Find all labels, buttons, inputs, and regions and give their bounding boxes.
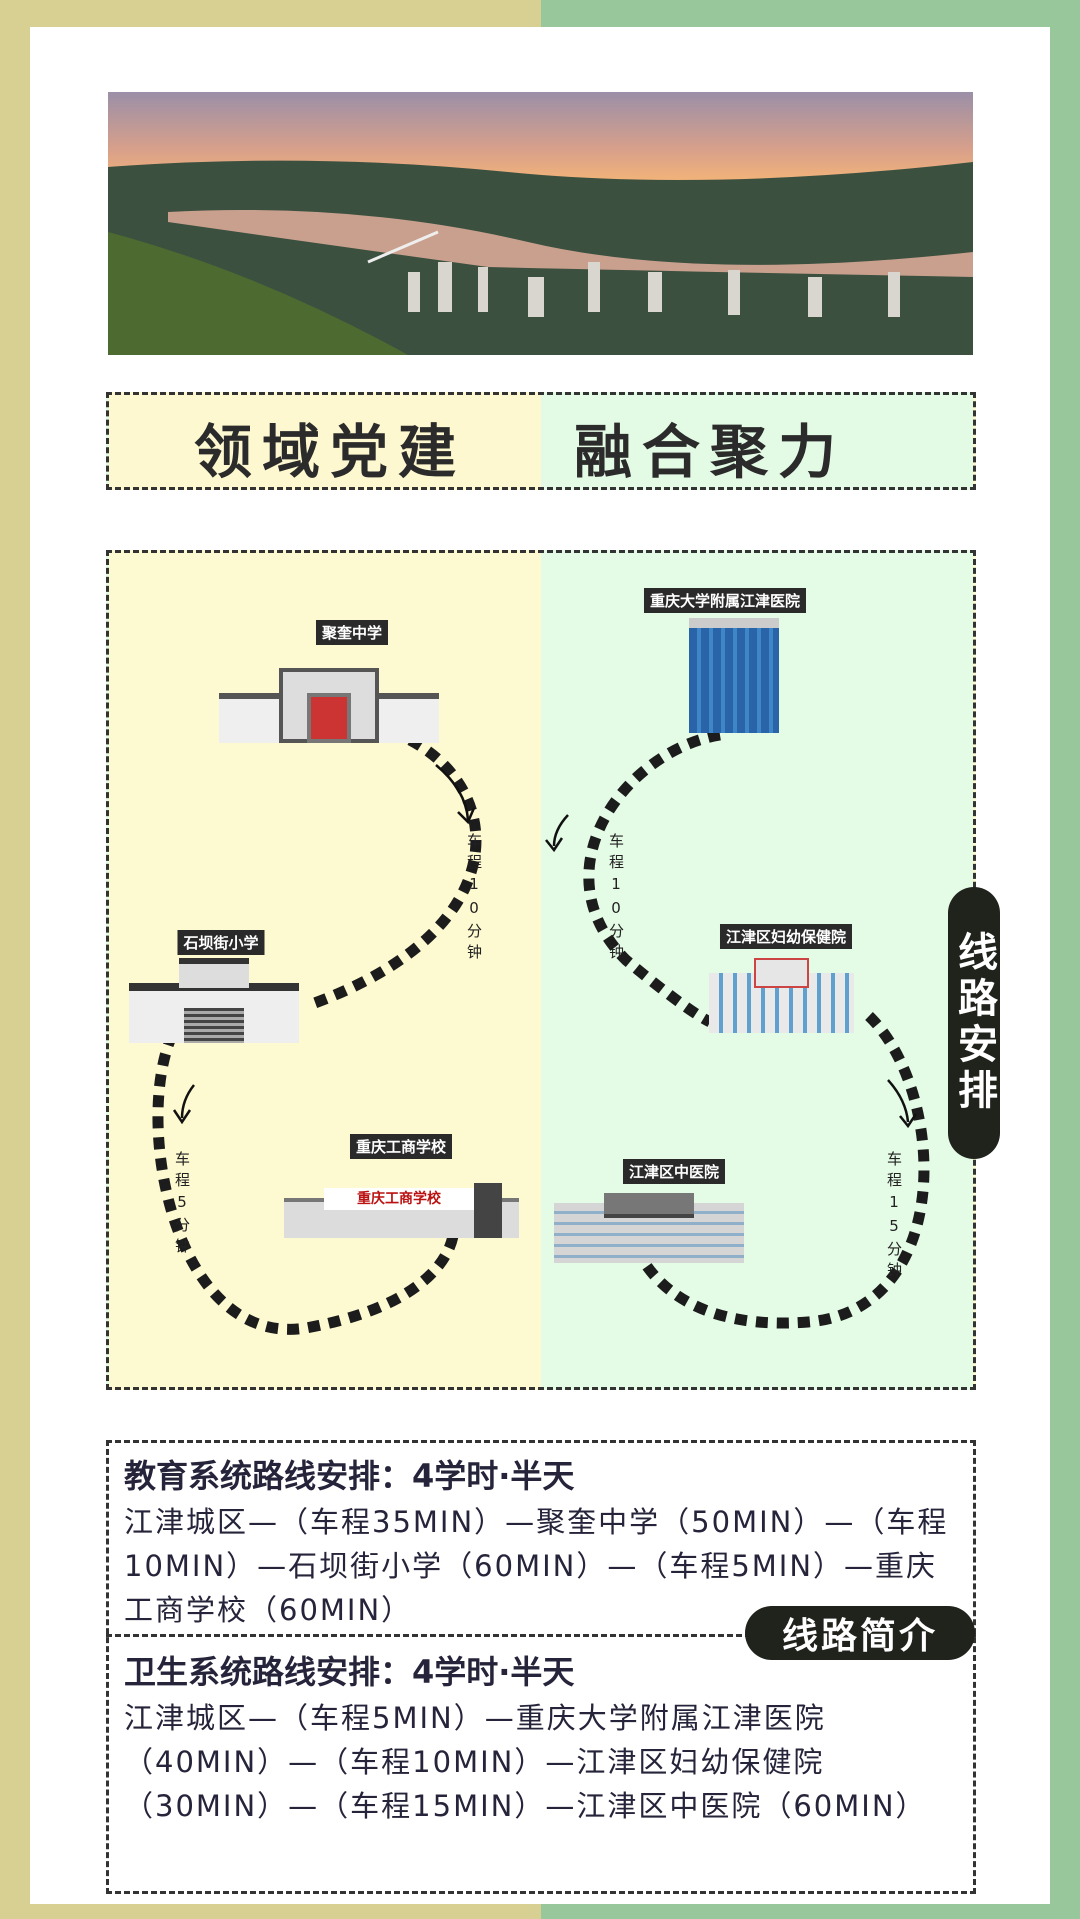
label-tcm-hospital: 江津区中医院 <box>622 1159 726 1184</box>
label-business-school: 重庆工商学校 <box>349 1134 453 1159</box>
building-university-hospital <box>689 618 779 733</box>
building-chongqing-business-school: 重庆工商学校 <box>284 1153 519 1238</box>
path-health-2 <box>632 1012 930 1329</box>
label-university-hospital: 重庆大学附属江津医院 <box>643 588 807 613</box>
route-map: 重庆工商学校 聚奎中学 石坝街小学 重庆工商学校 重庆大学附属江津医院 江津区妇… <box>106 550 976 1390</box>
drive-time-1: 车程10分钟 <box>465 833 483 965</box>
section-divider <box>106 1634 976 1637</box>
building-maternal-child-hospital <box>709 958 854 1033</box>
building-tcm-hospital <box>554 1193 744 1263</box>
health-route-title: 卫生系统路线安排：4学时·半天 <box>124 1653 575 1691</box>
drive-time-3: 车程10分钟 <box>607 833 625 965</box>
route-paths <box>152 729 930 1335</box>
education-route-title: 教育系统路线安排：4学时·半天 <box>124 1457 575 1495</box>
building-shiba-primary <box>129 958 299 1043</box>
label-maternal-hospital: 江津区妇幼保健院 <box>719 924 853 949</box>
path-education-1 <box>310 735 482 1010</box>
building-jukui-school <box>219 658 439 743</box>
arrow-4 <box>887 1079 910 1123</box>
drive-time-2: 车程5分钟 <box>173 1151 191 1259</box>
route-intro-box <box>106 1440 976 1894</box>
path-education-2 <box>152 1012 459 1335</box>
health-route-text: 江津城区—（车程5MIN）—重庆大学附属江津医院（40MIN）—（车程10MIN… <box>124 1701 927 1823</box>
label-shiba-primary: 石坝街小学 <box>177 930 265 955</box>
drive-time-4: 车程15分钟 <box>885 1151 903 1283</box>
path-health-1 <box>583 729 721 1027</box>
arrow-1 <box>435 764 470 821</box>
education-route-section: 教育系统路线安排：4学时·半天 江津城区—（车程35MIN）—聚奎中学（50MI… <box>124 1454 964 1632</box>
arrow-2 <box>180 1084 195 1119</box>
label-jukui-school: 聚奎中学 <box>315 620 389 645</box>
education-route-text: 江津城区—（车程35MIN）—聚奎中学（50MIN）—（车程10MIN）—石坝街… <box>124 1505 949 1627</box>
route-intro-badge: 线路简介 <box>745 1606 975 1660</box>
arrow-3 <box>552 814 569 847</box>
title-right: 融合聚力 <box>574 418 847 486</box>
title-left: 领域党建 <box>194 418 467 486</box>
health-route-section: 卫生系统路线安排：4学时·半天 江津城区—（车程5MIN）—重庆大学附属江津医院… <box>124 1650 964 1828</box>
route-plan-badge: 线路安排 <box>948 887 1000 1159</box>
city-panorama-photo <box>108 92 973 355</box>
title-banner: 领域党建 融合聚力 <box>106 392 976 490</box>
